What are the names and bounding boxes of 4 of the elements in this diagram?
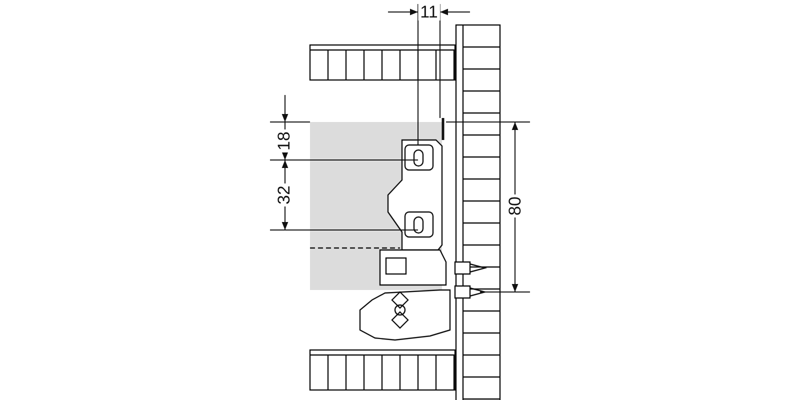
dimension-label: 32 — [276, 184, 292, 206]
dimension-label: 80 — [506, 194, 524, 218]
dimension-label: 11 — [418, 4, 440, 20]
dimension-label: 18 — [276, 130, 292, 152]
